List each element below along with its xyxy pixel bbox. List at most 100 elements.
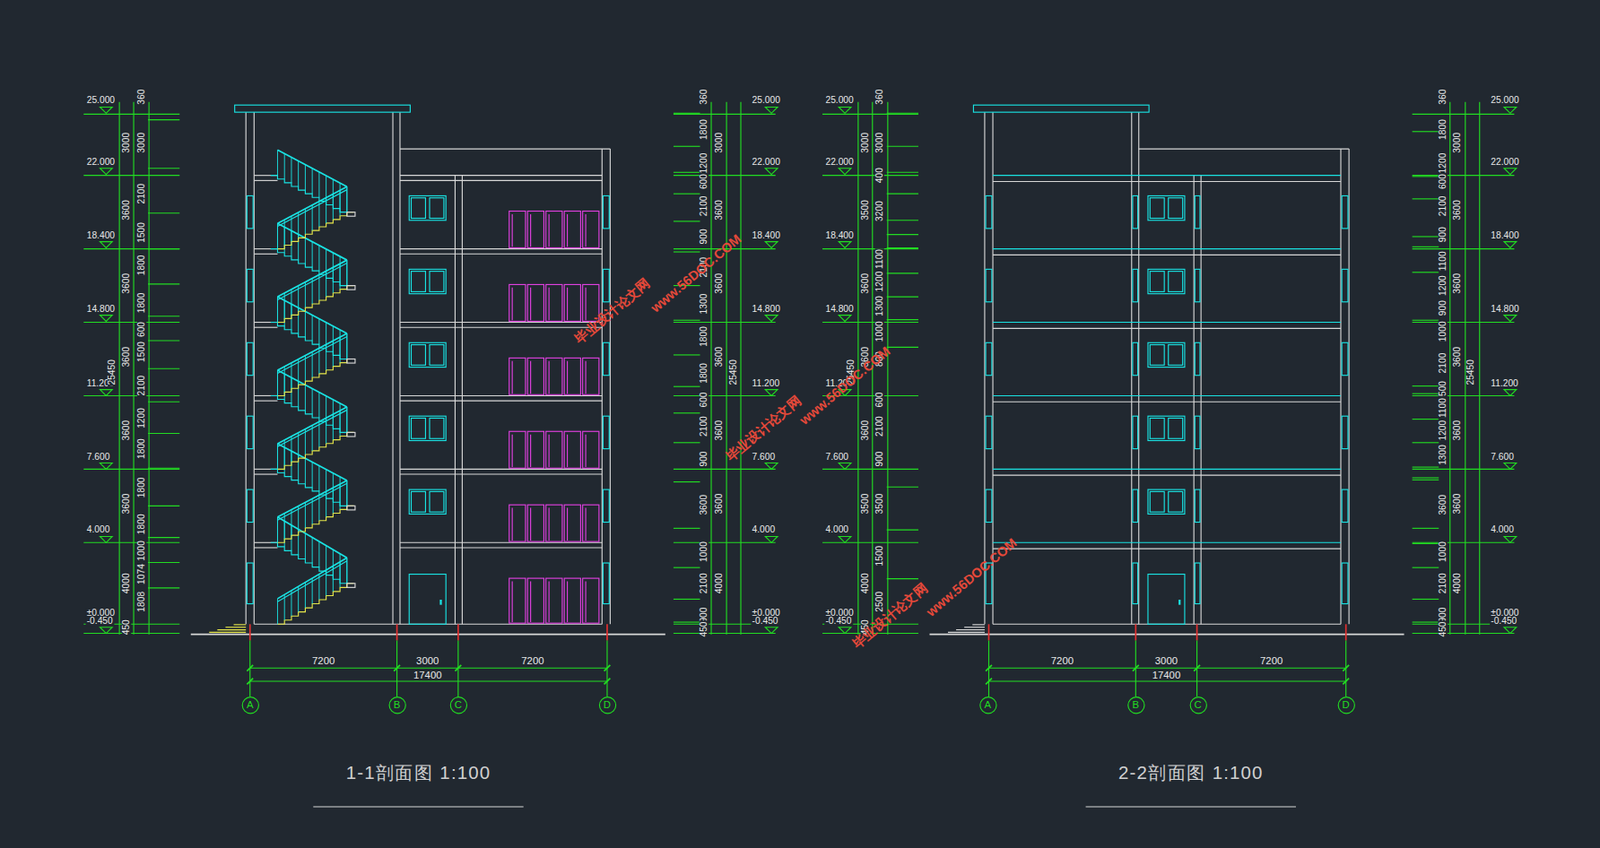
door-panel	[509, 578, 526, 624]
wall-window	[985, 489, 992, 522]
elevation-mark: 7.600	[1489, 452, 1515, 462]
floor-slab	[400, 180, 602, 182]
elevation-mark: 7.600	[824, 452, 850, 462]
baluster	[346, 186, 348, 212]
dimension-text: 2100	[137, 374, 147, 398]
baluster	[325, 175, 327, 201]
dimension-text: 1800	[137, 476, 147, 499]
door-panel	[582, 578, 600, 624]
dimension-tick	[673, 220, 701, 222]
axis-tick	[1196, 624, 1199, 641]
entrance-step	[972, 624, 985, 626]
baluster	[277, 223, 279, 249]
dimension-text: 3000	[875, 131, 885, 155]
wall-window	[1194, 195, 1200, 228]
dimension-text: 3600	[714, 419, 724, 443]
level-line	[1412, 395, 1515, 397]
entrance-step	[225, 626, 246, 628]
baluster	[312, 538, 314, 564]
elevation-mark: 22.000	[750, 157, 782, 167]
dimension-text: 1500	[137, 221, 147, 244]
dimension-text: 1300	[1438, 443, 1448, 467]
dimension-text: 7200	[1050, 656, 1076, 667]
dimension-tick	[1412, 599, 1440, 600]
dimension-tick	[246, 678, 253, 686]
baluster	[339, 256, 341, 282]
wall	[983, 112, 985, 625]
dimension-text: 1500	[137, 340, 147, 364]
baluster	[318, 201, 320, 227]
dimension-text: 1100	[875, 248, 885, 270]
dimension-text: 2100	[875, 415, 885, 438]
window	[408, 269, 446, 294]
baluster	[339, 554, 341, 580]
baluster	[277, 370, 279, 396]
elevation-symbol	[1504, 315, 1517, 322]
door-line	[512, 214, 514, 247]
baluster	[297, 506, 299, 532]
baluster	[318, 172, 320, 198]
dimension-text: 2100	[699, 572, 709, 595]
wall-window	[602, 342, 609, 375]
baluster	[339, 330, 341, 356]
dimension-text: 1000	[1438, 320, 1448, 343]
watermark: www.56DOC.COM	[648, 232, 744, 315]
dimension-tick	[673, 442, 701, 444]
level-line	[822, 174, 919, 176]
wall-window	[1341, 269, 1348, 302]
baluster	[339, 477, 341, 503]
door-line	[530, 582, 531, 624]
baluster	[290, 363, 292, 389]
baluster	[325, 546, 327, 572]
dimension-tick	[886, 146, 919, 148]
axis-tick	[249, 624, 252, 641]
window-pane	[1149, 198, 1165, 219]
level-line	[822, 542, 919, 544]
dimension-tick	[1412, 467, 1440, 469]
axis-label: A	[984, 699, 992, 710]
dimension-text: 360	[1438, 87, 1448, 105]
roof-slab	[234, 104, 411, 113]
baluster	[284, 594, 286, 620]
window	[408, 489, 446, 514]
window	[408, 195, 446, 220]
level-line	[83, 113, 180, 115]
dimension-tick	[147, 119, 180, 121]
door-panel	[509, 431, 526, 469]
elevation-symbol	[838, 242, 852, 249]
window	[408, 416, 446, 441]
dimension-tick	[1412, 198, 1440, 200]
dimension-text: 900	[1438, 299, 1448, 317]
elevation-symbol	[838, 536, 852, 543]
dimension-tick	[147, 505, 180, 507]
door-line	[548, 287, 550, 321]
dimension-tick	[1412, 385, 1440, 387]
baluster	[312, 205, 314, 231]
floor-slab	[992, 395, 1341, 397]
window-pane	[1149, 345, 1165, 366]
axis-label: D	[603, 699, 611, 710]
dimension-tick	[147, 433, 180, 435]
window-pane	[1149, 491, 1165, 513]
door-panel	[509, 284, 526, 322]
axis-circle: C	[1189, 696, 1207, 714]
level-line	[83, 469, 180, 470]
window-pane	[1149, 271, 1165, 293]
door-panel	[546, 504, 563, 542]
level-line	[83, 248, 180, 250]
stair-flight	[277, 583, 354, 626]
baluster	[339, 403, 341, 429]
door-panel	[546, 431, 563, 469]
elevation-mark: 22.000	[1489, 157, 1521, 167]
dimension-text: 1000	[875, 320, 885, 343]
door-line	[548, 434, 550, 468]
dimension-text: 7200	[1259, 656, 1285, 667]
baluster	[284, 513, 286, 540]
dimension-line	[988, 668, 1346, 670]
elevation-symbol	[1504, 168, 1517, 175]
door-line	[512, 582, 514, 624]
entrance-step	[234, 624, 247, 626]
elevation-mark: 14.800	[750, 304, 782, 314]
baluster	[332, 252, 334, 279]
